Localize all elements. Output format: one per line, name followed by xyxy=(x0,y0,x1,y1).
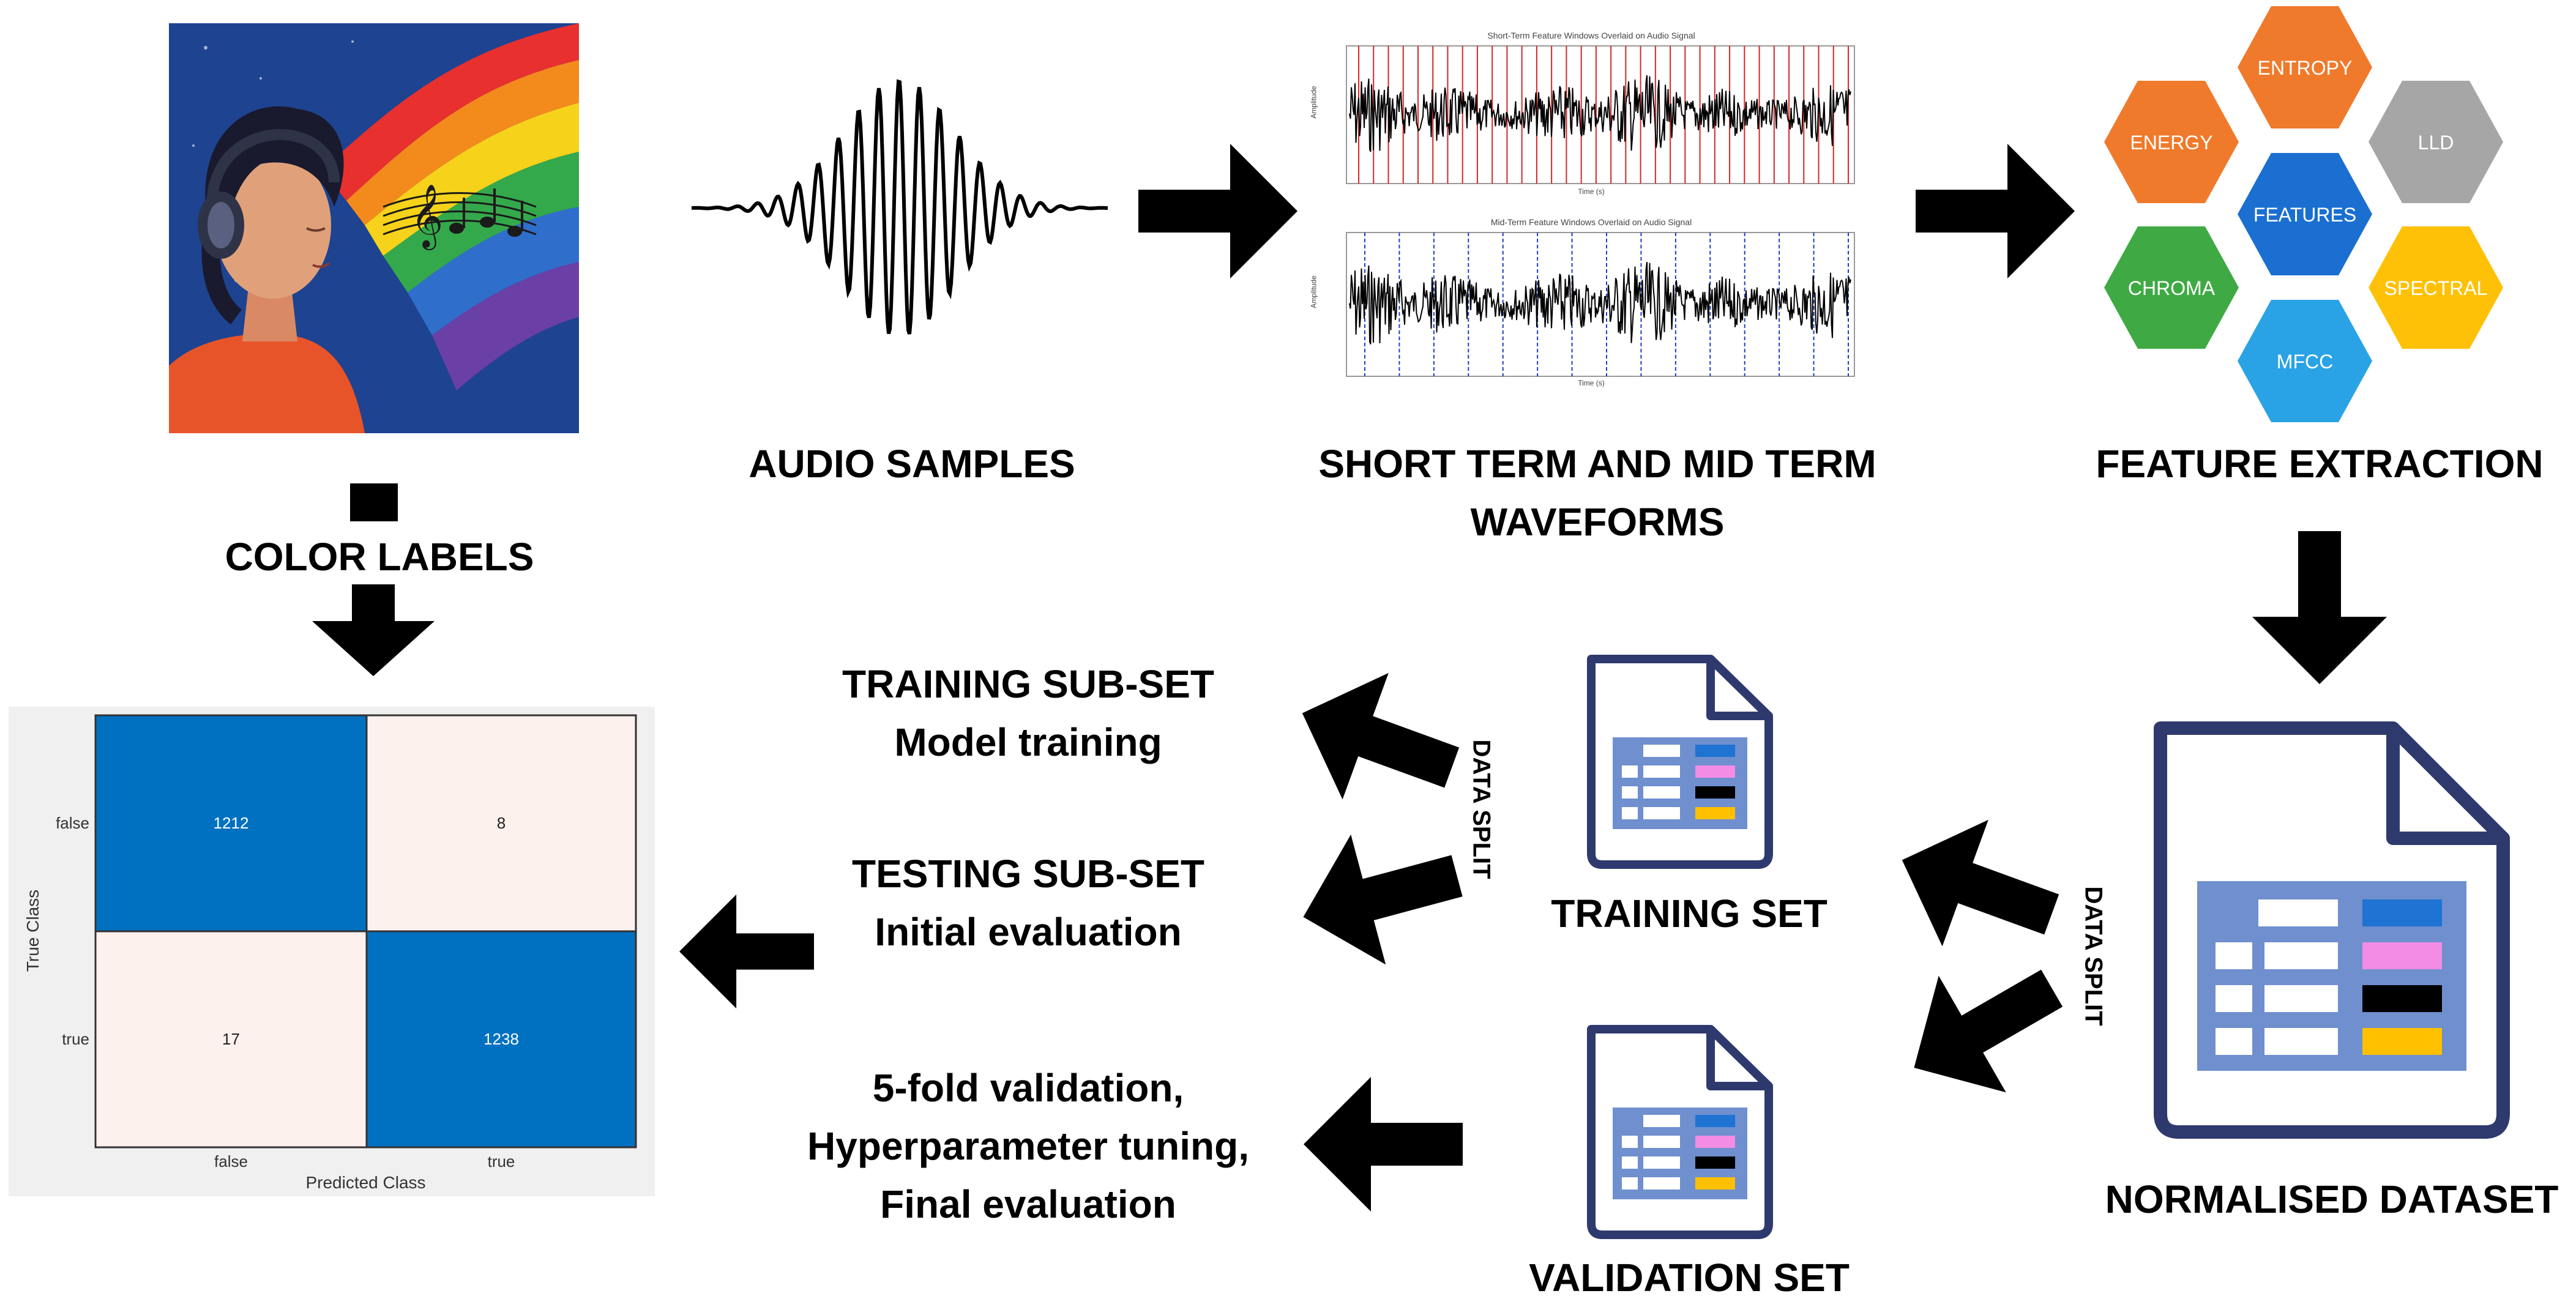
cm-row-label-true: true xyxy=(62,1030,89,1048)
cm-cell-false-false xyxy=(95,715,367,931)
short-term-waveform-plot: Short-Term Feature Windows Overlaid on A… xyxy=(1310,31,1861,202)
arrow-right-1 xyxy=(1138,144,1297,278)
arrow-to-training-set xyxy=(1902,819,2059,947)
confusion-matrix-panel: 1212 8 17 1238 false true false true Pre… xyxy=(9,707,655,1196)
hex-lld: LLD xyxy=(2369,81,2503,203)
validation-text-line3: Final evaluation xyxy=(880,1182,1176,1226)
arrow-to-confusion-matrix xyxy=(679,894,814,1009)
cm-y-axis-label: True Class xyxy=(23,889,42,972)
audio-waveform-icon xyxy=(691,79,1108,335)
hex-chroma: CHROMA xyxy=(2104,226,2239,349)
waveforms-label-line1: SHORT TERM AND MID TERM xyxy=(1318,442,1876,486)
testing-subset-line2: Initial evaluation xyxy=(875,910,1182,954)
feature-extraction-label: FEATURE EXTRACTION xyxy=(2096,442,2544,486)
arrow-right-2 xyxy=(1916,144,2075,278)
short-term-y-label: Amplitude xyxy=(1309,86,1318,119)
arrow-down-color-labels xyxy=(312,584,435,676)
cm-row-label-false: false xyxy=(56,814,89,832)
short-term-x-label: Time (s) xyxy=(1578,187,1605,196)
validation-text-line2: Hyperparameter tuning, xyxy=(807,1124,1249,1168)
hex-spectral: SPECTRAL xyxy=(2369,226,2503,349)
color-labels-label: COLOR LABELS xyxy=(225,535,534,579)
svg-text:CHROMA: CHROMA xyxy=(2128,277,2216,299)
cm-col-label-false: false xyxy=(214,1152,248,1171)
audio-samples-label: AUDIO SAMPLES xyxy=(749,442,1075,486)
svg-text:FEATURES: FEATURES xyxy=(2253,204,2356,226)
svg-text:ENTROPY: ENTROPY xyxy=(2258,57,2353,79)
cm-value-true-true: 1238 xyxy=(483,1030,519,1048)
hex-mfcc: MFCC xyxy=(2238,300,2372,422)
cm-value-false-false: 1212 xyxy=(213,814,249,832)
cm-col-label-true: true xyxy=(487,1152,515,1171)
hex-energy: ENERGY xyxy=(2104,81,2239,203)
short-term-plot-title: Short-Term Feature Windows Overlaid on A… xyxy=(1487,31,1695,40)
arrow-to-training-subset xyxy=(1302,672,1460,800)
svg-text:LLD: LLD xyxy=(2418,132,2454,154)
svg-text:SPECTRAL: SPECTRAL xyxy=(2384,277,2488,299)
training-set-label: TRAINING SET xyxy=(1551,892,1827,936)
normalised-dataset-label: NORMALISED DATASET xyxy=(2105,1177,2559,1221)
cm-value-true-false: 17 xyxy=(222,1030,240,1048)
validation-set-label: VALIDATION SET xyxy=(1529,1256,1850,1300)
cm-cell-false-true xyxy=(367,715,636,931)
color-labels-connector xyxy=(350,483,398,521)
cm-cell-true-true xyxy=(367,931,636,1147)
mid-term-y-label: Amplitude xyxy=(1309,275,1318,308)
validation-set-icon xyxy=(1587,1025,1773,1239)
arrow-to-testing-subset xyxy=(1303,834,1463,965)
validation-text-line1: 5-fold validation, xyxy=(872,1066,1184,1110)
cm-cell-true-false xyxy=(95,931,367,1147)
arrow-to-validation-set xyxy=(1914,969,2063,1093)
mid-term-x-label: Time (s) xyxy=(1578,379,1605,387)
waveforms-label-line2: WAVEFORMS xyxy=(1470,500,1725,544)
hex-features: FEATURES xyxy=(2238,153,2372,275)
mid-term-plot-title: Mid-Term Feature Windows Overlaid on Aud… xyxy=(1490,217,1692,227)
data-split-middle-label: DATA SPLIT xyxy=(1468,739,1495,879)
listener-illustration: 𝄞 xyxy=(169,23,579,433)
mid-term-waveform-plot: Mid-Term Feature Windows Overlaid on Aud… xyxy=(1310,217,1861,395)
testing-subset-line1: TESTING SUB-SET xyxy=(851,852,1205,896)
cm-value-false-true: 8 xyxy=(496,814,506,832)
normalised-dataset-icon xyxy=(2154,721,2510,1139)
svg-text:𝄞: 𝄞 xyxy=(411,184,443,250)
svg-text:ENERGY: ENERGY xyxy=(2130,132,2212,154)
hex-entropy: ENTROPY xyxy=(2238,6,2372,128)
svg-text:MFCC: MFCC xyxy=(2277,351,2333,373)
arrow-down-1 xyxy=(2252,531,2387,684)
arrow-to-validation-text xyxy=(1304,1077,1463,1212)
cm-x-axis-label: Predicted Class xyxy=(305,1173,426,1192)
feature-hexagon-cluster: FEATURES ENTROPY ENERGY LLD CHROMA SPECT… xyxy=(2104,6,2503,422)
training-set-icon xyxy=(1587,655,1773,869)
training-subset-line2: Model training xyxy=(894,720,1162,764)
training-subset-line1: TRAINING SUB-SET xyxy=(842,662,1214,706)
data-split-right-label: DATA SPLIT xyxy=(2080,886,2107,1026)
